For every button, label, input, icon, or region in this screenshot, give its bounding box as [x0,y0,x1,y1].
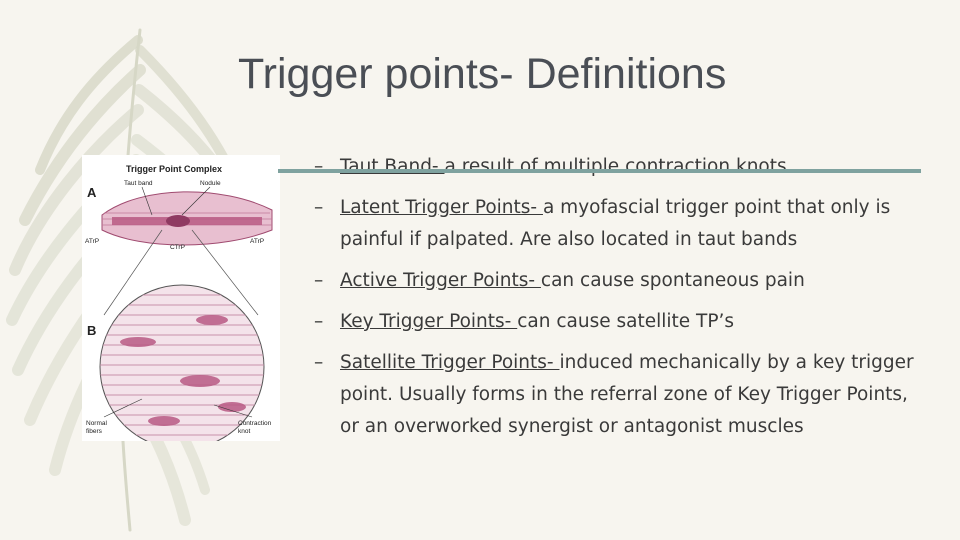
figure-title: Trigger Point Complex [126,164,222,174]
bullet-dash: – [314,270,324,291]
definition-key-trigger-points: can cause satellite TP’s [517,311,735,332]
panel-a-label: A [87,185,97,200]
slide-title: Trigger points- Definitions [238,50,727,98]
muscle-bundle [101,186,273,246]
normal-fibers-label-1: Normal [86,420,108,427]
definition-satellite-trigger-points: induced mechanically by a key trigger po… [340,352,914,437]
nodule-mark [166,215,190,227]
term-taut-band: Taut Band- [340,156,445,177]
bullet-dash: – [314,197,324,218]
accent-rule [278,169,921,173]
contraction-knot-label-2: knot [238,428,250,435]
list-item: – Active Trigger Points- can cause spont… [314,265,914,297]
list-item: – Satellite Trigger Points- induced mech… [314,347,914,443]
atrp-right-label: ATrP [250,238,264,245]
list-item: – Taut Band- a result of multiple contra… [314,151,914,183]
term-satellite-trigger-points: Satellite Trigger Points- [340,352,560,373]
term-latent-trigger-points: Latent Trigger Points- [340,197,543,218]
term-key-trigger-points: Key Trigger Points- [340,311,518,332]
contraction-knot-label-1: Contraction [238,420,272,427]
panel-b-label: B [87,323,96,338]
nodule-label: Nodule [200,180,221,187]
trigger-point-complex-figure: Trigger Point Complex A Taut band Nodule… [82,155,280,441]
definition-taut-band: a result of multiple contraction knots [444,156,787,177]
atrp-left-label: ATrP [85,238,99,245]
normal-fibers-label-2: fibers [86,428,103,435]
ctrp-label: CTrP [170,244,185,251]
definition-active-trigger-points: can cause spontaneous pain [540,270,805,291]
bullet-dash: – [314,156,324,177]
definitions-list: – Taut Band- a result of multiple contra… [314,151,914,452]
list-item: – Key Trigger Points- can cause satellit… [314,306,914,338]
taut-band-label: Taut band [124,180,153,187]
bullet-dash: – [314,311,324,332]
definition-latent-trigger-points: a myofascial trigger point that only is … [340,197,891,250]
list-item: – Latent Trigger Points- a myofascial tr… [314,192,914,256]
term-active-trigger-points: Active Trigger Points- [340,270,541,291]
bullet-dash: – [314,352,324,373]
magnified-view [99,284,265,441]
